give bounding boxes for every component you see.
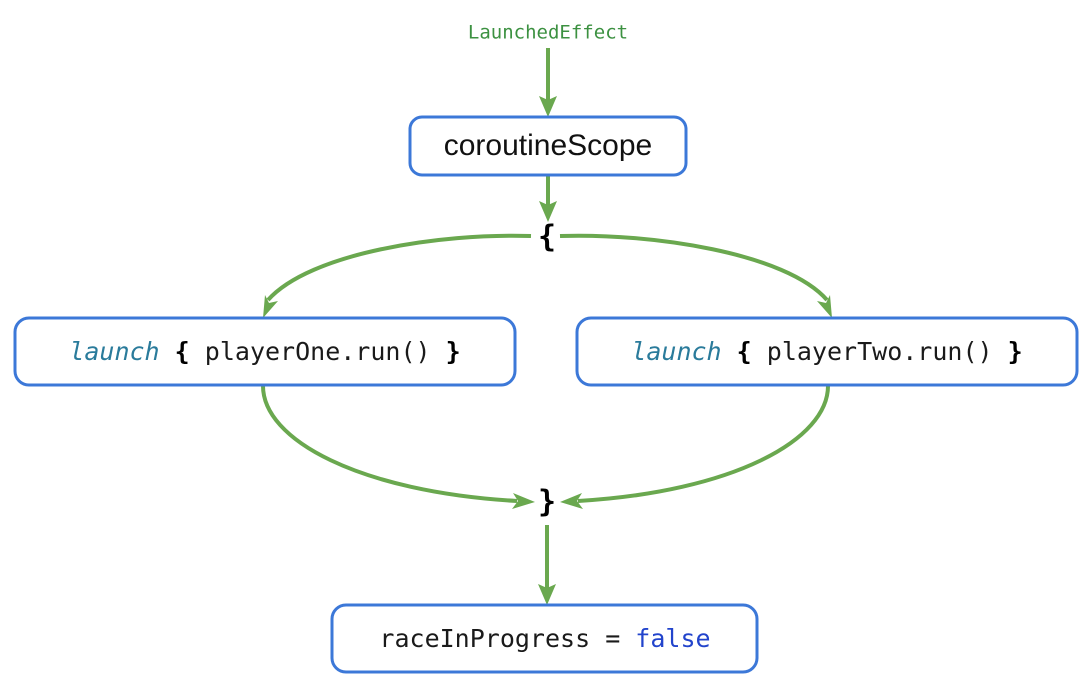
arrowhead-icon (560, 493, 583, 509)
false-literal: false (635, 624, 710, 653)
edge-open-brace-to-launch-right (559, 233, 832, 318)
brace-close-glyph: } (1008, 337, 1023, 366)
race-in-progress-label: raceInProgress = false (379, 624, 710, 653)
brace-close-glyph: } (446, 337, 461, 366)
edge-curve (559, 233, 829, 302)
race-in-progress-box[interactable] (330, 603, 759, 674)
edge-launch-right-to-close-brace (560, 384, 831, 509)
launch-player-two-box[interactable] (575, 316, 1079, 387)
race-in-progress-node[interactable]: raceInProgress = false (330, 603, 759, 674)
edge-launchedeffect-to-scope (539, 48, 557, 117)
edge-curve (260, 384, 518, 503)
edge-open-brace-to-launch-left (263, 233, 532, 318)
arrowhead-icon (539, 201, 557, 222)
launch-body-text: playerOne.run() (205, 337, 431, 366)
brace-open-glyph: { (737, 337, 752, 366)
edge-close-brace-to-result (538, 525, 556, 605)
coroutine-scope-box[interactable] (408, 115, 688, 177)
close-brace-junction: } (538, 485, 556, 520)
edge-curve (266, 233, 532, 302)
arrowhead-icon (539, 96, 557, 117)
launch-keyword: launch (69, 337, 159, 366)
launched-effect-label: LaunchedEffect (468, 22, 628, 44)
open-brace-junction: { (538, 220, 556, 255)
arrowhead-icon (817, 295, 832, 318)
launch-body-text: playerTwo.run() (767, 337, 993, 366)
launch-player-one-box[interactable] (13, 316, 517, 387)
brace-open-glyph: { (175, 337, 190, 366)
edge-scope-to-open-brace (539, 176, 557, 222)
edge-curve (577, 384, 831, 503)
launch-keyword: launch (631, 337, 721, 366)
race-expression-text: raceInProgress = (379, 624, 635, 653)
launch-player-one-node[interactable]: launch { playerOne.run() } (13, 316, 517, 387)
arrowhead-icon (538, 584, 556, 605)
coroutine-scope-label: coroutineScope (444, 129, 652, 162)
coroutine-scope-node[interactable]: coroutineScope (408, 115, 688, 177)
edge-launch-left-to-close-brace (260, 384, 535, 509)
launch-player-two-node[interactable]: launch { playerTwo.run() } (575, 316, 1079, 387)
launch-player-one-label: launch { playerOne.run() } (69, 337, 460, 366)
arrowhead-icon (512, 493, 535, 509)
launch-player-two-label: launch { playerTwo.run() } (631, 337, 1022, 366)
arrowhead-icon (263, 295, 278, 318)
